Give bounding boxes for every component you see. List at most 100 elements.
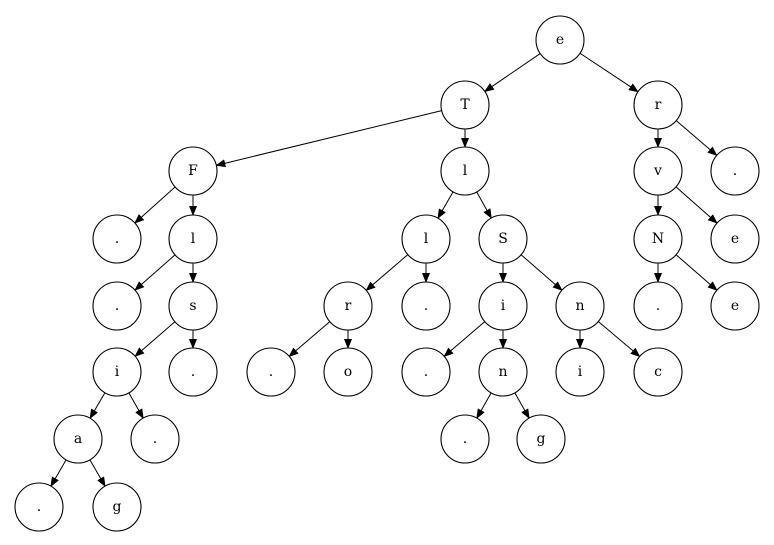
node-label: . — [424, 364, 428, 380]
node-circle — [440, 146, 490, 196]
edge-n21-n30 — [128, 392, 144, 419]
node-circle — [92, 214, 142, 264]
node-circle — [401, 347, 451, 397]
node-circle — [92, 347, 142, 397]
edge-n29-n34 — [89, 459, 106, 488]
node-circle — [633, 347, 683, 397]
node-label: l — [424, 231, 429, 247]
tree-node-n34: g — [92, 482, 142, 532]
edge-n3-n7 — [134, 186, 176, 224]
node-label: . — [424, 298, 428, 314]
node-label: . — [269, 364, 273, 380]
edge-n10-n18 — [520, 254, 563, 291]
edge-n26-n31 — [476, 392, 492, 419]
tree-node-n32: g — [516, 414, 566, 464]
node-circle — [633, 214, 683, 264]
node-circle — [168, 214, 218, 264]
node-circle — [633, 80, 683, 130]
node-label: N — [652, 231, 664, 247]
node-label: . — [153, 431, 157, 447]
edge-n2-n6 — [675, 120, 718, 157]
edge-n26-n32 — [514, 392, 530, 419]
tree-node-n1: T — [440, 80, 490, 130]
node-label: i — [115, 364, 120, 380]
tree-node-n20: e — [710, 281, 760, 331]
tree-node-n22: . — [168, 347, 218, 397]
node-label: l — [463, 163, 468, 179]
tree-node-n17: i — [478, 281, 528, 331]
tree-node-n23: . — [246, 347, 296, 397]
edge-n15-n23 — [288, 321, 331, 358]
tree-node-n27: i — [555, 347, 605, 397]
node-label: c — [654, 364, 662, 380]
tree-node-n3: F — [168, 146, 218, 196]
tree-node-n8: l — [168, 214, 218, 264]
tree-node-n25: . — [401, 347, 451, 397]
node-circle — [710, 281, 760, 331]
tree-node-n5: v — [633, 146, 683, 196]
node-circle — [323, 347, 373, 397]
node-label: v — [653, 163, 662, 179]
tree-node-n4: l — [440, 146, 490, 196]
edge-n1-n3 — [215, 110, 442, 168]
tree-node-n31: . — [440, 414, 490, 464]
edge-n11-n20 — [675, 254, 718, 291]
node-label: e — [556, 32, 564, 48]
edge-n14-n21 — [134, 321, 176, 357]
node-label: s — [189, 298, 196, 314]
node-label: n — [498, 364, 507, 380]
node-circle — [478, 281, 528, 331]
node-circle — [92, 281, 142, 331]
node-circle — [555, 281, 605, 331]
tree-node-n10: S — [478, 214, 528, 264]
node-circle — [535, 15, 585, 65]
node-circle — [478, 214, 528, 264]
node-circle — [92, 482, 142, 532]
node-circle — [168, 347, 218, 397]
node-label: . — [463, 431, 467, 447]
tree-node-n2: r — [633, 80, 683, 130]
node-label: g — [113, 499, 122, 515]
node-circle — [516, 414, 566, 464]
node-label: l — [191, 231, 196, 247]
node-circle — [440, 80, 490, 130]
node-circle — [478, 347, 528, 397]
node-label: . — [656, 298, 660, 314]
node-circle — [401, 281, 451, 331]
node-label: . — [115, 231, 119, 247]
edge-n8-n13 — [134, 254, 176, 291]
edge-n0-n1 — [483, 53, 541, 93]
edge-n0-n2 — [579, 52, 639, 93]
tree-node-n28: c — [633, 347, 683, 397]
tree-node-n30: . — [130, 414, 180, 464]
node-label: . — [37, 499, 41, 515]
edge-n21-n29 — [89, 392, 106, 420]
node-circle — [323, 281, 373, 331]
node-circle — [246, 347, 296, 397]
node-circle — [710, 146, 760, 196]
tree-node-n7: . — [92, 214, 142, 264]
tree-node-n12: e — [710, 214, 760, 264]
node-circle — [710, 214, 760, 264]
edge-n18-n28 — [597, 321, 641, 358]
node-label: r — [345, 298, 352, 314]
node-label: . — [191, 364, 195, 380]
tree-node-n29: a — [53, 414, 103, 464]
node-label: . — [115, 298, 119, 314]
node-label: g — [537, 431, 546, 447]
tree-node-n9: l — [401, 214, 451, 264]
node-circle — [53, 414, 103, 464]
edge-n17-n25 — [443, 321, 486, 358]
tree-node-n33: . — [14, 482, 64, 532]
node-label: i — [501, 298, 506, 314]
tree-node-n19: . — [633, 281, 683, 331]
node-circle — [440, 414, 490, 464]
tree-node-n16: . — [401, 281, 451, 331]
node-circle — [555, 347, 605, 397]
node-label: S — [498, 231, 508, 247]
edge-n9-n15 — [365, 254, 409, 292]
node-circle — [168, 146, 218, 196]
node-label: i — [578, 364, 583, 380]
node-circle — [633, 281, 683, 331]
node-circle — [168, 281, 218, 331]
